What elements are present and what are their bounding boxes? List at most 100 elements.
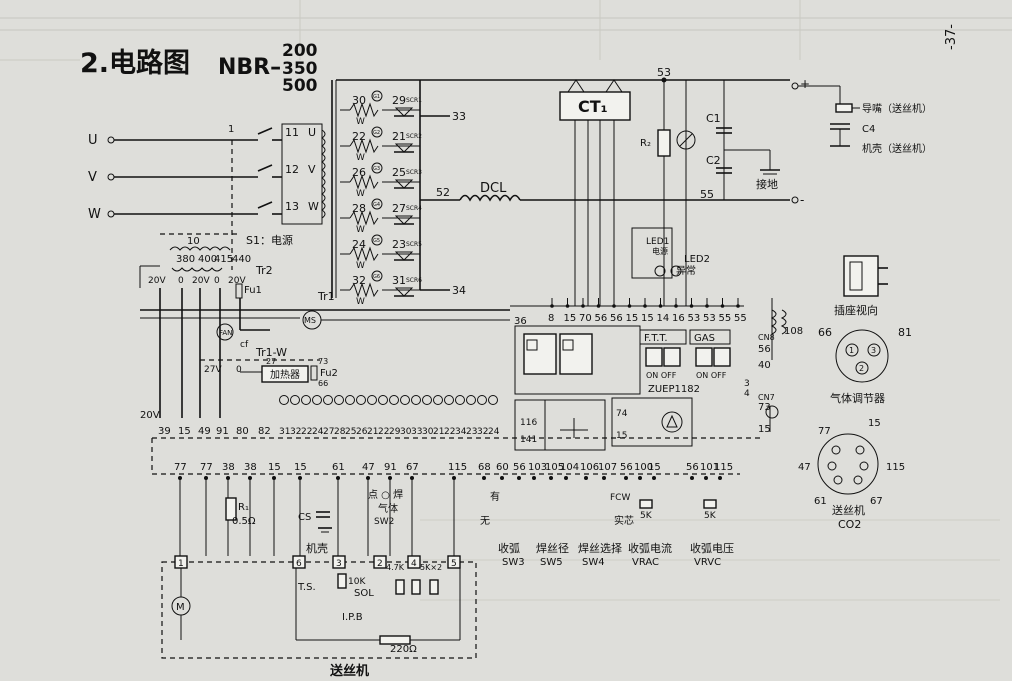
winding-12: 12 bbox=[285, 163, 299, 176]
input-u-label: U bbox=[88, 133, 98, 148]
scr-w-0: W bbox=[356, 117, 365, 127]
terminal-ring-16 bbox=[455, 395, 465, 405]
power-switch-label: S1：电源 bbox=[246, 233, 293, 247]
gate-label-5: G6 bbox=[373, 274, 380, 280]
model-prefix: NBR– bbox=[218, 55, 281, 80]
gate-g2-icon bbox=[371, 126, 383, 138]
terminal-label-7: 26 bbox=[356, 427, 368, 437]
feeder-title: 送丝机 bbox=[329, 663, 369, 679]
led2-text: 异常 bbox=[676, 264, 696, 277]
mid-bus-7: 14 bbox=[657, 313, 670, 324]
node-108: 108 bbox=[784, 326, 803, 337]
voltage-20v-b: 20V bbox=[192, 276, 210, 286]
gate-g5-icon bbox=[371, 234, 383, 246]
voltage-27v: 27V bbox=[204, 365, 222, 375]
gate-g4-icon bbox=[371, 198, 383, 210]
transformer-taps: 10 380 400 415 440 Tr2 bbox=[139, 233, 273, 288]
mid-bus-4: 56 bbox=[610, 313, 623, 324]
terminal-ring-12 bbox=[411, 395, 421, 405]
phase-v: V bbox=[308, 163, 316, 176]
feeder-pin-2: 2 bbox=[377, 559, 383, 569]
terminal-ring-8 bbox=[367, 395, 377, 405]
scr-w-2: W bbox=[356, 189, 365, 199]
mid-bus-3: 56 bbox=[595, 313, 608, 324]
mid-bus-8: 16 bbox=[672, 313, 685, 324]
model-variant-500: 500 bbox=[282, 76, 318, 96]
ipb-label: I.P.B bbox=[342, 612, 363, 623]
bottom-bus-4: 15 bbox=[268, 462, 281, 473]
sw3-yes-label: 有 bbox=[490, 490, 500, 503]
terminal-label-19: 24 bbox=[488, 427, 500, 437]
socket-view-label: 插座视向 bbox=[834, 303, 878, 317]
gate-g6-icon bbox=[371, 270, 383, 282]
led1-label: LED1 bbox=[646, 237, 669, 247]
case-label: 机壳（送丝机） bbox=[862, 142, 932, 155]
gate-label-0: G1 bbox=[373, 94, 380, 100]
scr-left-32: 32 bbox=[352, 274, 366, 287]
gate-label-2: G3 bbox=[373, 166, 380, 172]
feeder-motor: M bbox=[176, 602, 185, 613]
bottom-bus-18: 107 bbox=[598, 462, 617, 473]
sw4-fcw-label: FCW bbox=[610, 493, 630, 503]
feeder-pin-5: 5 bbox=[451, 559, 457, 569]
tr1-w-label: Tr1-W bbox=[255, 346, 287, 359]
heater-node-66: 66 bbox=[318, 379, 328, 388]
bottom-bus-3: 38 bbox=[244, 462, 257, 473]
scr-5-icon bbox=[394, 251, 414, 261]
bottom-bus-17: 106 bbox=[580, 462, 599, 473]
terminal-ring-11 bbox=[400, 395, 410, 405]
terminal-ring-1 bbox=[290, 395, 300, 405]
plug-pin-label-67: 67 bbox=[870, 496, 883, 507]
feeder-pin-1: 1 bbox=[178, 559, 184, 569]
resistor-r2: R₂ bbox=[640, 138, 651, 149]
bottom-bus-14: 103 bbox=[528, 462, 547, 473]
bottom-bus-1: 77 bbox=[200, 462, 213, 473]
ms-motor: MS bbox=[304, 316, 316, 325]
mid-bus-10: 53 bbox=[703, 313, 716, 324]
terminal-label-9: 22 bbox=[378, 427, 389, 437]
terminal-label-17: 23 bbox=[466, 427, 477, 437]
scr-w-1: W bbox=[356, 153, 365, 163]
scr-4-icon bbox=[394, 215, 414, 225]
cn8-label: CN8 bbox=[758, 333, 775, 342]
terminal-label-1: 32 bbox=[290, 427, 301, 437]
wire-feeder: 送丝机 1 6 3 2 4 5 M T.S. SOL I.P.B 10K 4.7… bbox=[161, 555, 477, 679]
plug-pin-77 bbox=[831, 445, 841, 455]
terminal-ring-2 bbox=[301, 395, 311, 405]
scr-w-4: W bbox=[356, 261, 365, 271]
terminal-label-11: 30 bbox=[400, 427, 412, 437]
terminal-label-4: 27 bbox=[323, 427, 334, 437]
fan-motor: FAN bbox=[219, 329, 232, 337]
vrac-5k: 5K bbox=[640, 511, 653, 521]
terminal-label-8: 21 bbox=[367, 427, 378, 437]
feeder-pin-4: 4 bbox=[411, 559, 417, 569]
dcl-label: DCL bbox=[480, 181, 507, 196]
r1-name: R₁ bbox=[238, 502, 249, 513]
terminal-label-12: 33 bbox=[411, 427, 422, 437]
ms-line: MS 36 bbox=[140, 309, 527, 330]
node-53: 53 bbox=[657, 66, 671, 79]
scr-right-23: 23 bbox=[392, 238, 406, 251]
tr1-label: Tr1 bbox=[317, 290, 335, 303]
bottom-bus-5: 15 bbox=[294, 462, 307, 473]
fuse-fu1: Fu1 bbox=[244, 285, 262, 296]
tap-400: 400 bbox=[198, 254, 217, 265]
mid-bus-9: 53 bbox=[688, 313, 701, 324]
ftt-label: F.T.T. bbox=[644, 333, 668, 344]
vrvc-5k: 5K bbox=[704, 511, 717, 521]
scr-label-2: SCR2 bbox=[406, 133, 422, 140]
scr-1-icon bbox=[394, 107, 414, 117]
input-v-label: V bbox=[88, 170, 97, 185]
cn7-node-73: 73 bbox=[758, 402, 771, 413]
plug-pin-label-115: 115 bbox=[886, 462, 905, 473]
bottom-bus-20: 100 bbox=[634, 462, 653, 473]
ct1-label: CT₁ bbox=[578, 97, 608, 116]
terminal-ring-5 bbox=[334, 395, 344, 405]
capacitor-c1: C1 bbox=[706, 112, 721, 125]
scr-label-1: SCR1 bbox=[406, 97, 422, 104]
scr-left-22: 22 bbox=[352, 130, 366, 143]
